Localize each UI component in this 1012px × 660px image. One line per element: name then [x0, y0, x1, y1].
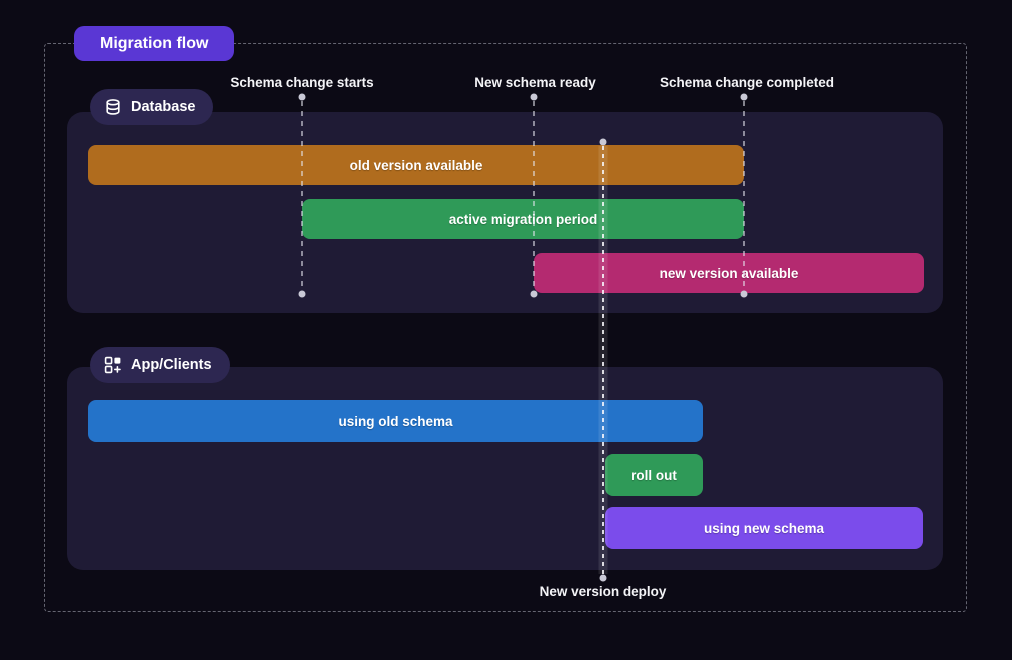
guide-dot	[740, 93, 748, 101]
guide-dot	[599, 138, 607, 146]
guide-dashed-line	[301, 101, 303, 291]
guide-dashed-line	[743, 101, 745, 291]
deploy-dashed-line	[602, 146, 604, 574]
guide-dot	[298, 93, 306, 101]
milestone-label-schema-change-starts: Schema change starts	[230, 75, 374, 90]
app-clients-lane-badge: App/Clients	[90, 347, 230, 383]
guide-dashed-line	[533, 101, 535, 291]
guide-dot	[530, 290, 538, 298]
guide-dot	[298, 290, 306, 298]
apps-plus-icon	[104, 356, 122, 374]
bar-new-version-available: new version available	[534, 253, 924, 293]
guide-dot	[740, 290, 748, 298]
diagram-frame	[44, 43, 967, 612]
bar-using-old-schema: using old schema	[88, 400, 703, 442]
bar-roll-out: roll out	[605, 454, 703, 496]
database-lane-label: Database	[131, 99, 196, 115]
bar-old-version-available: old version available	[88, 145, 744, 185]
milestone-label-schema-change-completed: Schema change completed	[659, 75, 835, 90]
bar-using-new-schema: using new schema	[605, 507, 923, 549]
database-lane-badge: Database	[90, 89, 214, 125]
bar-active-migration-period: active migration period	[302, 199, 744, 239]
guide-dot	[599, 574, 607, 582]
app-clients-lane-label: App/Clients	[131, 357, 212, 373]
diagram-title-badge: Migration flow	[74, 26, 235, 61]
database-icon	[104, 98, 122, 116]
milestone-label-new-schema-ready: New schema ready	[474, 75, 596, 90]
deploy-label-new-version-deploy: New version deploy	[539, 584, 667, 599]
guide-dot	[530, 93, 538, 101]
deploy-glow-band	[598, 146, 608, 574]
